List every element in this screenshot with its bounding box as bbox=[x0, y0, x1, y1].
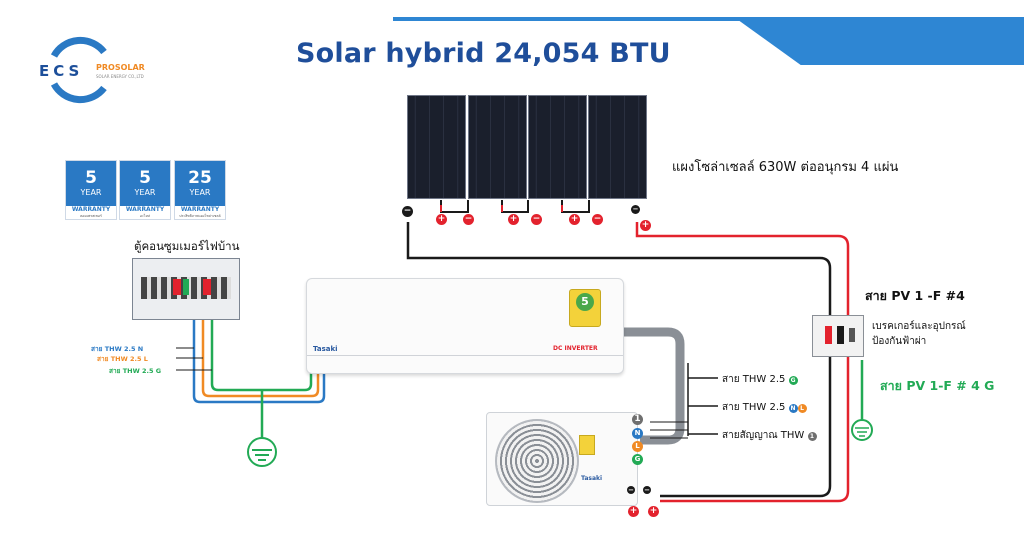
pv-earth-ground-icon bbox=[851, 419, 873, 441]
warranty-years: 5 bbox=[85, 168, 97, 188]
earth-ground-icon bbox=[247, 437, 277, 467]
logo-tagline: SOLAR ENERGY CO.,LTD bbox=[96, 74, 144, 79]
warranty-sub: อะไหล่ bbox=[139, 214, 151, 218]
pv-ground-cable-label: สาย PV 1-F # 4 G bbox=[880, 378, 995, 393]
warranty-label: WARRANTY bbox=[71, 206, 111, 213]
dc-breaker-box bbox=[812, 315, 864, 357]
negative-terminal-icon: − bbox=[531, 214, 542, 225]
warranty-years: 5 bbox=[139, 168, 151, 188]
live-terminal-icon: L bbox=[632, 441, 643, 452]
refrigerant-pipe bbox=[622, 327, 685, 445]
neutral-wire bbox=[192, 318, 326, 404]
panel-link-wire bbox=[561, 200, 590, 213]
warranty-unit: YEAR bbox=[80, 188, 102, 197]
header-accent-line bbox=[393, 17, 773, 21]
consumer-unit bbox=[132, 258, 240, 320]
signal-terminal-icon: 1 bbox=[632, 414, 643, 425]
inverter-badge: DC INVERTER bbox=[553, 345, 598, 352]
indoor-ac-unit: 5 Tasaki DC INVERTER bbox=[306, 278, 624, 374]
pv-positive-wire bbox=[635, 222, 850, 503]
energy-label-icon: 5 bbox=[569, 289, 601, 327]
thw-g-label: สาย THW 2.5 G bbox=[109, 367, 162, 375]
warranty-sub: คอมเพรสเซอร์ bbox=[80, 214, 102, 218]
solar-panel bbox=[588, 95, 647, 199]
solar-panel bbox=[528, 95, 587, 199]
panel-spec-label: แผงโซล่าเซลล์ 630W ต่ออนุกรม 4 แผ่น bbox=[672, 160, 899, 175]
warranty-label: WARRANTY bbox=[180, 206, 220, 213]
positive-terminal-icon: + bbox=[569, 214, 580, 225]
pv-negative-wire bbox=[406, 222, 832, 498]
thw-n-label: สาย THW 2.5 N bbox=[91, 345, 144, 353]
dc-input-connector: − − bbox=[627, 486, 651, 494]
logo-brand: PROSOLAR bbox=[96, 63, 145, 72]
negative-terminal-icon: − bbox=[463, 214, 474, 225]
negative-terminal-icon: − bbox=[402, 206, 413, 217]
ground-terminal-icon: G bbox=[632, 454, 643, 465]
warranty-unit: YEAR bbox=[134, 188, 156, 197]
dc-positive-icon: + bbox=[648, 506, 659, 517]
thw-l-label: สาย THW 2.5 L bbox=[97, 355, 148, 363]
solar-panel bbox=[468, 95, 527, 199]
solar-panel bbox=[407, 95, 466, 199]
negative-terminal-icon: − bbox=[592, 214, 603, 225]
live-wire bbox=[201, 318, 320, 398]
indoor-brand: Tasaki bbox=[313, 345, 338, 353]
company-logo bbox=[50, 36, 107, 104]
consumer-unit-label: ตู้คอนซูมเมอร์ไฟบ้าน bbox=[134, 239, 240, 253]
fan-grille-icon bbox=[495, 419, 579, 503]
breaker-label: เบรคเกอร์และอุปกรณ์ ป้องกันฟ้าผ่า bbox=[872, 321, 966, 347]
logo-wordmark: ECS bbox=[39, 62, 84, 80]
warranty-label: WARRANTY bbox=[125, 206, 165, 213]
positive-terminal-icon: + bbox=[640, 220, 651, 231]
negative-terminal-icon: − bbox=[631, 205, 640, 214]
page-title: Solar hybrid 24,054 BTU bbox=[296, 38, 671, 69]
ground-wire bbox=[210, 318, 313, 392]
panel-link-wire bbox=[501, 200, 529, 213]
positive-terminal-icon: + bbox=[436, 214, 447, 225]
panel-link-wire bbox=[440, 200, 469, 213]
pv-cable-label: สาย PV 1 -F #4 bbox=[865, 288, 965, 303]
outdoor-signal-label: สายสัญญาณ THW 1 bbox=[722, 428, 817, 443]
outdoor-ground-label: สาย THW 2.5 G bbox=[722, 372, 798, 387]
dc-positive-icon: + bbox=[628, 506, 639, 517]
positive-terminal-icon: + bbox=[508, 214, 519, 225]
warranty-years: 25 bbox=[188, 168, 212, 188]
warranty-unit: YEAR bbox=[189, 188, 211, 197]
warranty-sub: ประสิทธิภาพแผงโซล่าเซลล์ bbox=[179, 214, 221, 218]
neutral-terminal-icon: N bbox=[632, 428, 643, 439]
outdoor-brand: Tasaki bbox=[581, 475, 603, 482]
outdoor-ac-unit: Tasaki bbox=[486, 412, 638, 506]
